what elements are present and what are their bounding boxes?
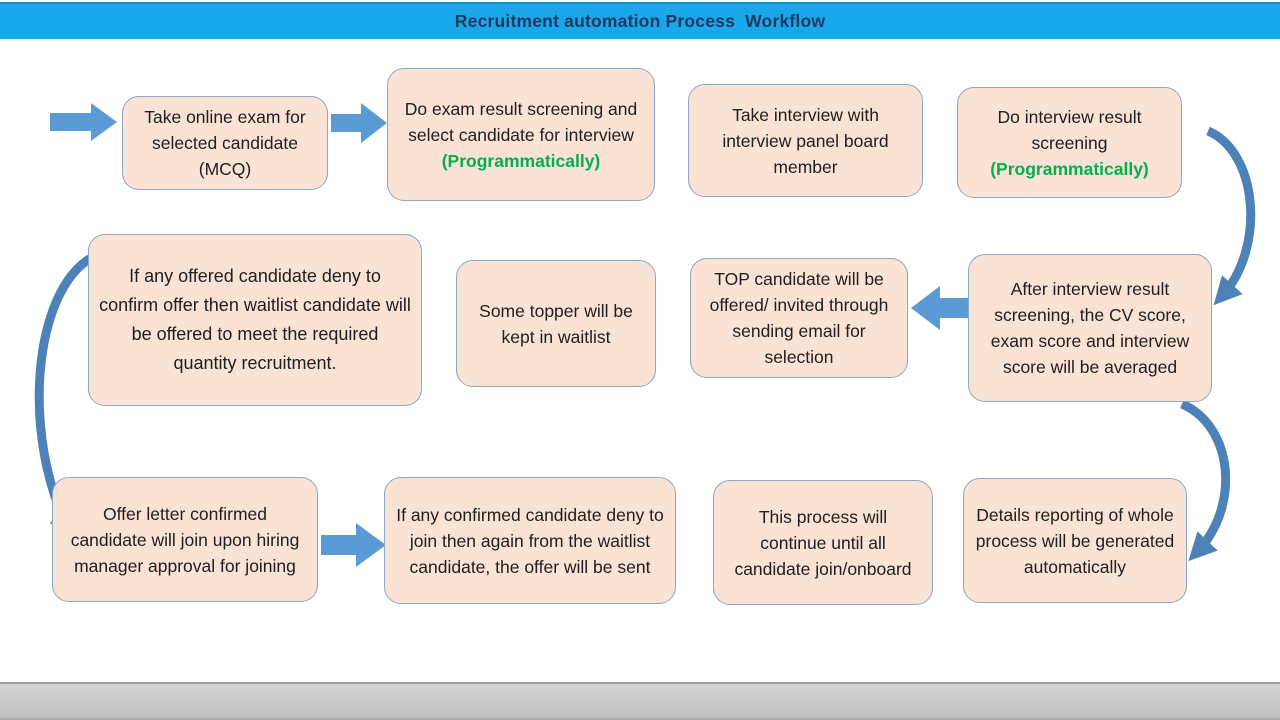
node-text: Some topper will be kept in waitlist: [479, 300, 633, 347]
node-text: Do exam result screening and select cand…: [404, 98, 638, 145]
page-title: Recruitment automation Process Workflow: [454, 11, 826, 31]
node-confirmed-deny-join: If any confirmed candidate deny to join …: [384, 477, 676, 604]
node-details-reporting: Details reporting of whole process will …: [963, 478, 1187, 603]
start-arrow-icon: [50, 103, 117, 141]
bottom-bar: [0, 682, 1280, 720]
node-highlight-text: (Programmatically): [990, 158, 1149, 179]
offer-to-waitlist-arrow-icon: [321, 523, 386, 567]
node-process-continue: This process will continue until all can…: [713, 480, 933, 605]
node-interview-result-screening: Do interview result screening (Programma…: [957, 87, 1182, 198]
node-exam-result-screening: Do exam result screening and select cand…: [387, 68, 655, 201]
exam-to-screening-arrow-icon: [331, 103, 387, 143]
node-text: Offer letter confirmed candidate will jo…: [70, 503, 300, 576]
node-text: Take interview with interview panel boar…: [722, 104, 889, 177]
averaged-to-offered-arrow-icon: [911, 286, 972, 330]
node-offered-candidate-deny: If any offered candidate deny to confirm…: [88, 234, 422, 406]
node-text: If any confirmed candidate deny to join …: [396, 504, 664, 577]
row2-to-row3-right-curved-arrow-icon: [1180, 399, 1231, 562]
node-top-candidate-offered: TOP candidate will be offered/ invited t…: [690, 258, 908, 378]
node-scores-averaged: After interview result screening, the CV…: [968, 254, 1212, 402]
node-text: After interview result screening, the CV…: [990, 279, 1190, 377]
row1-to-row2-curved-arrow-icon: [1205, 126, 1256, 306]
node-text: Do interview result screening: [997, 106, 1142, 153]
title-bar: Recruitment automation Process Workflow: [0, 2, 1280, 39]
node-take-online-exam: Take online exam for selected candidate …: [122, 96, 328, 190]
node-text: This process will continue until all can…: [734, 506, 912, 579]
node-highlight-text: (Programmatically): [441, 150, 601, 171]
node-take-interview: Take interview with interview panel boar…: [688, 84, 923, 197]
node-text: If any offered candidate deny to confirm…: [99, 266, 411, 373]
node-text: TOP candidate will be offered/ invited t…: [709, 269, 889, 367]
node-topper-waitlist: Some topper will be kept in waitlist: [456, 260, 656, 387]
node-offer-letter-confirmed: Offer letter confirmed candidate will jo…: [52, 477, 318, 602]
node-text: Take online exam for selected candidate …: [144, 107, 306, 179]
node-text: Details reporting of whole process will …: [975, 504, 1175, 577]
